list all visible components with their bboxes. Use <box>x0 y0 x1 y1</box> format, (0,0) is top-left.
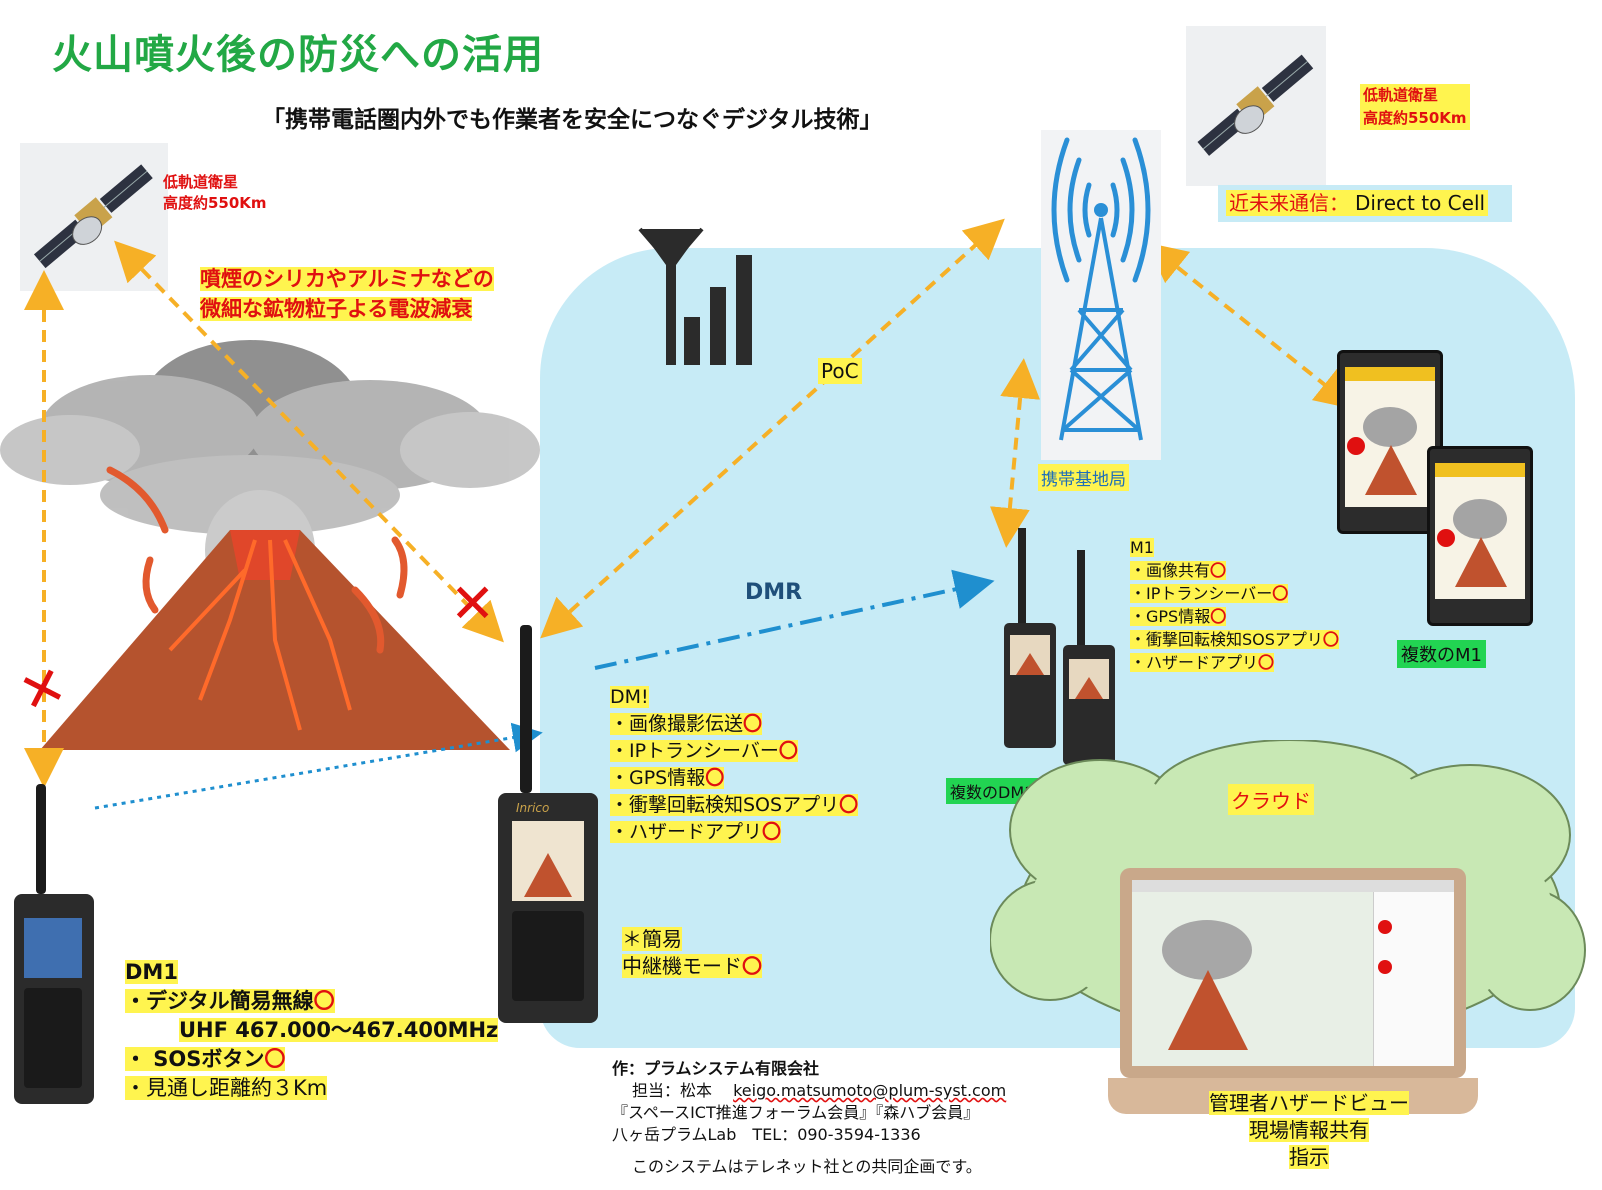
page-subtitle: 「携帯電話圏内外でも作業者を安全につなぐデジタル技術」 <box>262 107 883 133</box>
future-comm-label: 近未来通信：Direct to Cell <box>1218 185 1513 222</box>
cloud-caption: 管理者ハザードビュー 現場情報共有 指示 <box>1209 1091 1409 1169</box>
satellite-right-panel <box>1186 26 1326 186</box>
m1-item: ・画像共有〇 <box>1130 561 1227 580</box>
dm-main-item: ・画像撮影伝送〇 <box>610 713 763 735</box>
footer-contact: 担当：松本 keigo.matsumoto@plum-syst.com <box>632 1081 1007 1100</box>
base-station-label: 携帯基地局 <box>1038 464 1129 491</box>
dm1-item: ・デジタル簡易無線〇 <box>125 989 335 1013</box>
repeater-mode-note: ＊簡易 中継機モード〇 <box>622 927 762 978</box>
dm1-cluster-radio-2 <box>1063 550 1115 770</box>
footer-membership: 『スペースICT推進フォーラム会員』『森ハブ会員』 <box>612 1103 980 1122</box>
dm1-item: ・ SOSボタン〇 <box>125 1047 286 1071</box>
dm1-cluster-radio-1 <box>1004 528 1056 748</box>
page-title: 火山噴火後の防災への活用 <box>52 32 544 78</box>
cell-tower-panel <box>1041 130 1161 460</box>
footer-lab: 八ヶ岳プラムLab TEL：090-3594-1336 <box>612 1125 921 1144</box>
link-dm1-dm-main <box>94 722 543 810</box>
satellite-right-icon <box>1197 54 1314 156</box>
m1-item: ・衝撃回転検知SOSアプリ〇 <box>1130 630 1339 649</box>
dmr-label: DMR <box>745 580 803 605</box>
footer-joint: このシステムはテレネット社との共同企画です。 <box>632 1157 982 1176</box>
m1-title: M1 <box>1130 538 1154 557</box>
dm1-title: DM1 <box>125 960 178 984</box>
cloud-label: クラウド <box>1228 784 1314 815</box>
footer-author: 作：プラムシステム有限会社 <box>612 1059 820 1078</box>
link-poc <box>540 218 1005 639</box>
dm-main-radio: Inrico <box>498 625 598 1023</box>
dm1-item: ・見通し距離約３Km <box>125 1076 328 1100</box>
dm-main-item: ・GPS情報〇 <box>610 767 725 789</box>
signal-antenna-icon <box>638 227 752 365</box>
dm1-freq: UHF 467.000～467.400MHz <box>179 1018 499 1042</box>
dm1-feature-list: DM1 ・デジタル簡易無線〇 UHF 467.000～467.400MHz ・ … <box>125 958 499 1103</box>
m1-item: ・GPS情報〇 <box>1130 607 1227 626</box>
dm-main-title: DM! <box>610 686 649 708</box>
dm-main-feature-list: DM! ・画像撮影伝送〇 ・IPトランシーバー〇 ・GPS情報〇 ・衝撃回転検知… <box>610 684 859 846</box>
dm-main-item: ・ハザードアプリ〇 <box>610 821 782 843</box>
link-tower-m1 <box>1146 242 1356 410</box>
multi-m1-label: 複数のM1 <box>1397 640 1486 668</box>
laptop <box>1108 868 1478 1128</box>
link-dmr <box>594 569 995 670</box>
m1-phone-1 <box>1337 350 1443 534</box>
satellite-right-caption: 低軌道衛星 高度約550Km <box>1360 84 1470 130</box>
dm-main-item: ・IPトランシーバー〇 <box>610 740 798 762</box>
footer-email[interactable]: keigo.matsumoto@plum-syst.com <box>733 1081 1007 1100</box>
cell-tower-icon <box>1051 137 1151 441</box>
device-brand: Inrico <box>516 801 550 815</box>
link-tower-dm1-cluster <box>989 358 1041 548</box>
m1-phone-2 <box>1427 446 1533 626</box>
footer-credits: 作：プラムシステム有限会社 担当：松本 keigo.matsumoto@plum… <box>612 1058 1006 1178</box>
m1-item: ・IPトランシーバー〇 <box>1130 584 1289 603</box>
m1-item: ・ハザードアプリ〇 <box>1130 653 1275 672</box>
poc-label: PoC <box>818 358 862 384</box>
dm-main-item: ・衝撃回転検知SOSアプリ〇 <box>610 794 859 816</box>
satellite-left-caption: 低軌道衛星 高度約550Km <box>163 173 267 212</box>
m1-feature-list: M1 ・画像共有〇 ・IPトランシーバー〇 ・GPS情報〇 ・衝撃回転検知SOS… <box>1130 536 1339 674</box>
blocked-mark-right: ✕ <box>450 572 496 635</box>
dm1-radio <box>14 784 108 1114</box>
link-satellite-dm-main <box>114 240 504 643</box>
satellite-left-icon <box>33 164 153 269</box>
